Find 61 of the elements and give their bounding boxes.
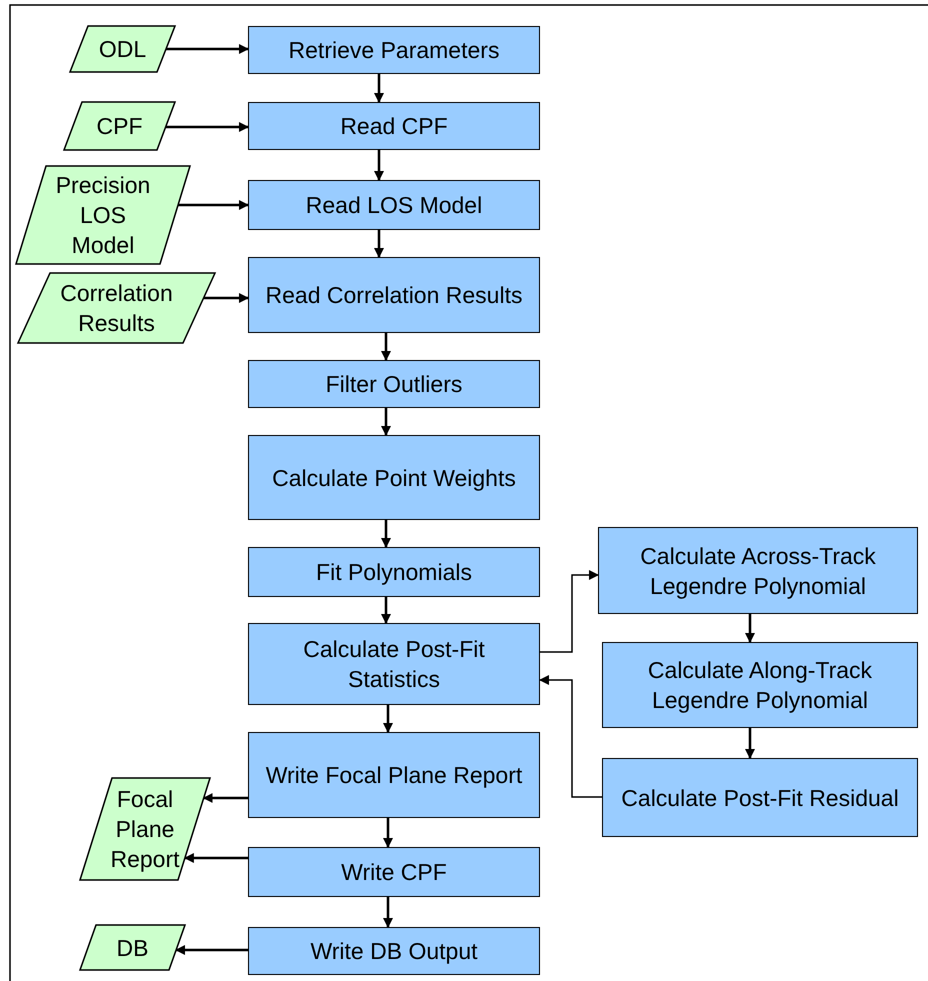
arrow bbox=[539, 675, 602, 798]
process-box bbox=[248, 435, 540, 520]
process-box bbox=[248, 927, 540, 975]
node-label: Correlation Results bbox=[59, 279, 174, 338]
process-box bbox=[248, 847, 540, 897]
arrow bbox=[184, 853, 248, 863]
arrow bbox=[381, 520, 391, 548]
process-box bbox=[248, 257, 540, 333]
process-box bbox=[248, 102, 540, 150]
arrow bbox=[166, 44, 249, 54]
node-label: Retrieve Parameters bbox=[288, 36, 500, 65]
arrow bbox=[745, 614, 755, 643]
process-box bbox=[248, 623, 540, 705]
arrow bbox=[202, 793, 248, 803]
node-label: Calculate Across-Track Legendre Polynomial bbox=[639, 542, 877, 600]
process-box bbox=[602, 758, 918, 837]
data-parallelogram bbox=[80, 925, 185, 970]
node-label: Calculate Point Weights bbox=[271, 464, 517, 492]
arrow bbox=[374, 150, 384, 181]
arrow bbox=[383, 818, 393, 848]
node-label: DB bbox=[116, 934, 150, 962]
node-label: Write CPF bbox=[340, 858, 448, 887]
arrow bbox=[383, 705, 393, 733]
node-label: Write Focal Plane Report bbox=[264, 761, 524, 790]
arrow bbox=[383, 897, 393, 928]
process-box bbox=[248, 547, 540, 597]
arrow bbox=[204, 293, 249, 303]
arrow bbox=[374, 74, 384, 103]
arrow bbox=[381, 597, 391, 624]
process-box bbox=[248, 26, 540, 74]
process-box bbox=[598, 527, 918, 614]
node-label: Read CPF bbox=[339, 112, 449, 141]
data-parallelogram bbox=[70, 26, 175, 72]
node-label: Calculate Post-Fit Residual bbox=[620, 784, 900, 812]
arrow bbox=[175, 945, 248, 955]
node-label: Fit Polynomials bbox=[315, 558, 473, 587]
data-parallelogram bbox=[18, 273, 215, 343]
arrow bbox=[540, 570, 599, 653]
node-label: Calculate Along-Track Legendre Polynomial bbox=[646, 656, 874, 715]
node-label: Write DB Output bbox=[309, 937, 479, 966]
arrow bbox=[374, 230, 384, 258]
arrow bbox=[381, 333, 391, 361]
node-label: Precision LOS Model bbox=[54, 171, 152, 260]
arrow bbox=[178, 200, 249, 210]
node-label: Calculate Post-Fit Statistics bbox=[302, 635, 486, 694]
node-label: Read LOS Model bbox=[304, 191, 484, 220]
process-box bbox=[248, 180, 540, 230]
arrow bbox=[745, 728, 755, 759]
process-box bbox=[248, 360, 540, 408]
arrow bbox=[381, 408, 391, 436]
process-box bbox=[248, 732, 540, 818]
node-label: CPF bbox=[96, 112, 144, 141]
node-label: Focal Plane Report bbox=[109, 785, 181, 874]
node-label: Read Correlation Results bbox=[264, 281, 524, 310]
process-box bbox=[602, 642, 918, 728]
arrow bbox=[166, 122, 249, 132]
node-label: Filter Outliers bbox=[324, 370, 464, 399]
data-parallelogram bbox=[16, 166, 190, 264]
node-label: ODL bbox=[98, 35, 148, 64]
data-parallelogram bbox=[64, 102, 175, 150]
data-parallelogram bbox=[80, 778, 210, 880]
